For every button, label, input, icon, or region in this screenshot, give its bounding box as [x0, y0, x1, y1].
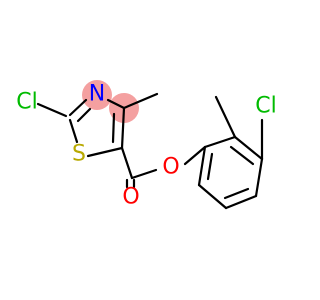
- bond-ph6-ph1: [197, 145, 207, 187]
- bond-carbonyl-o-ester: [130, 168, 158, 180]
- bond-ph-inner-1: [229, 145, 255, 166]
- sulfur-atom: S: [72, 142, 86, 167]
- molecule-structure: Cl N S O O Cl: [16, 80, 277, 210]
- bond-c5-s: [86, 146, 124, 158]
- bond-c2-cl: [36, 102, 68, 118]
- bond-n-c4: [106, 98, 126, 110]
- bond-ph2-methyl: [214, 95, 237, 139]
- bond-c2-n-double: [76, 107, 92, 123]
- bond-ph3-ph4: [254, 157, 264, 198]
- bond-ph1-ph2: [203, 135, 237, 149]
- bond-c4-c5-double: [111, 112, 116, 144]
- bond-c5-carbonyl: [120, 146, 134, 180]
- bond-ph-inner-3: [206, 152, 214, 181]
- chlorine-atom-left: Cl: [16, 90, 37, 115]
- ester-oxygen-atom: O: [162, 155, 179, 180]
- bond-o-ester-phenyl: [183, 145, 207, 166]
- bond-c2-n: [68, 98, 88, 117]
- bond-ph5-ph6: [197, 183, 228, 210]
- chlorine-atom-right: Cl: [255, 94, 276, 119]
- bond-ph4-ph5: [224, 194, 258, 210]
- bond-c4-methyl: [122, 92, 159, 110]
- nitrogen-atom: N: [89, 82, 105, 107]
- bond-ph2-ph3: [233, 135, 264, 161]
- carbonyl-oxygen-atom: O: [122, 185, 139, 210]
- highlight-n-atom: [82, 80, 112, 110]
- bond-ph-inner-2: [223, 187, 250, 200]
- bond-s-c2: [68, 118, 79, 144]
- bond-c4-c5: [120, 106, 126, 150]
